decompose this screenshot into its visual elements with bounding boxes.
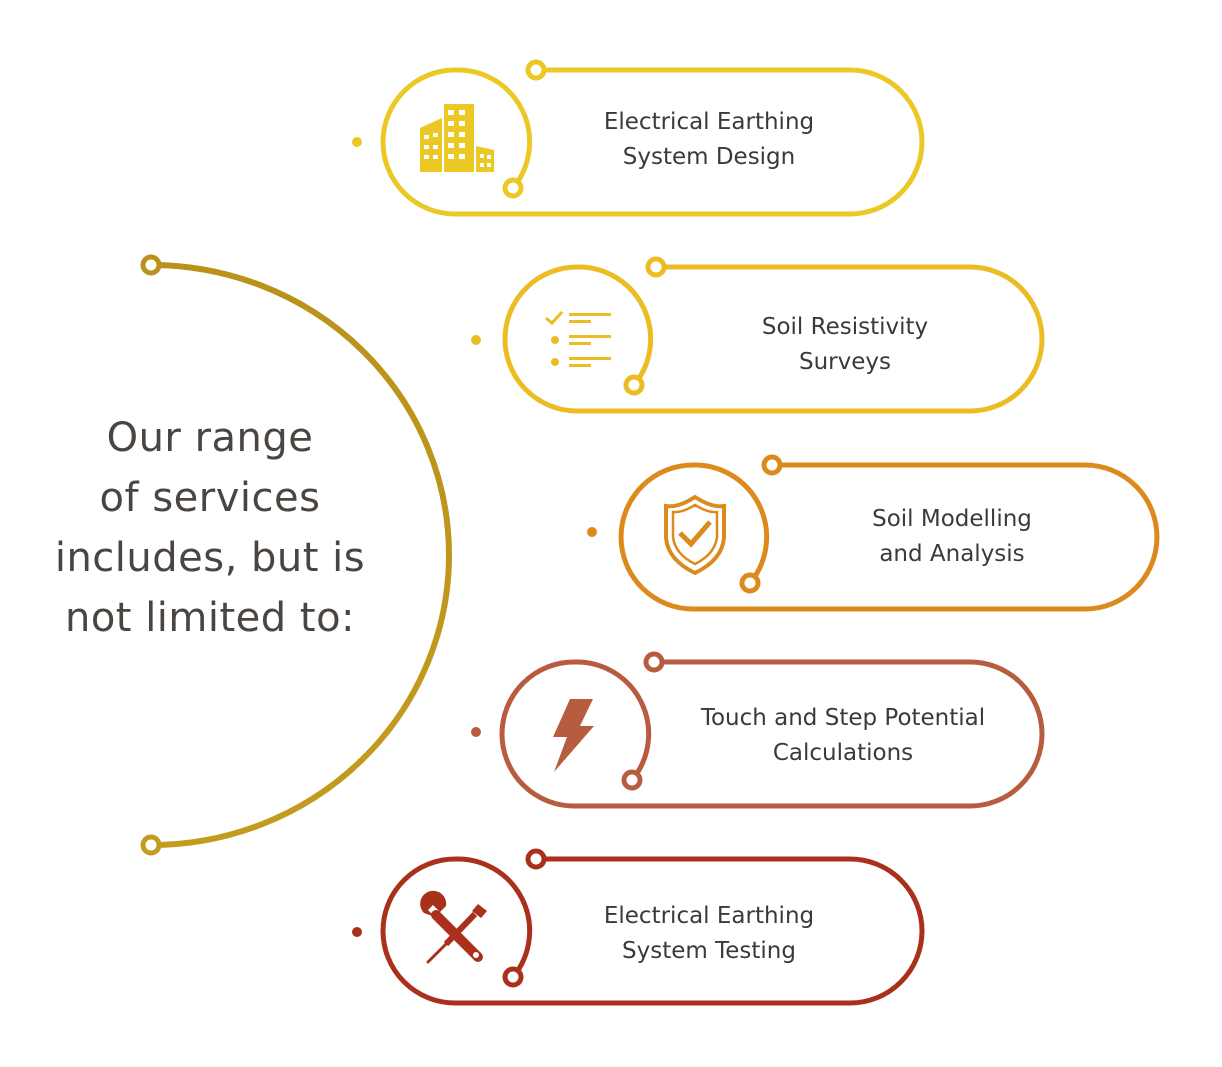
service-label-line: System Testing [622, 938, 796, 964]
service-label-5: Electrical Earthing System Testing [560, 899, 858, 969]
service-card-3 [587, 454, 1160, 612]
service-label-line: Soil Modelling [872, 506, 1032, 532]
service-label-line: Soil Resistivity [761, 314, 929, 340]
intro-line: Our range [106, 415, 314, 461]
service-label-line: Calculations [772, 740, 914, 766]
service-card-2 [471, 256, 1045, 414]
arc-end-top [140, 254, 162, 276]
checklist-icon [545, 310, 611, 367]
service-label-4: Touch and Step Potential Calculations [673, 701, 1013, 771]
service-label-2: Soil Resistivity Surveys [696, 310, 994, 380]
bullet-dot [352, 927, 362, 937]
intro-text: Our range of services includes, but is n… [40, 408, 380, 648]
service-label-1: Electrical Earthing System Design [560, 105, 858, 175]
lightning-icon [553, 699, 594, 772]
bullet-dot [352, 137, 362, 147]
shield-check-icon [664, 494, 726, 576]
bullet-dot [587, 527, 597, 537]
service-card-5 [352, 848, 925, 1006]
arc-end-bottom [140, 834, 162, 856]
service-label-line: Electrical Earthing [603, 903, 815, 929]
buildings-icon [420, 104, 494, 172]
service-label-3: Soil Modelling and Analysis [803, 502, 1101, 572]
intro-line: includes, but is [54, 535, 366, 581]
service-label-line: System Design [622, 144, 796, 170]
bullet-dot [471, 335, 481, 345]
service-label-line: Surveys [799, 349, 891, 375]
service-label-line: Electrical Earthing [603, 109, 815, 135]
bullet-dot [471, 727, 481, 737]
intro-arc [140, 254, 452, 856]
intro-line: of services [99, 475, 321, 521]
service-label-line: and Analysis [879, 541, 1025, 567]
service-label-line: Touch and Step Potential [700, 705, 986, 731]
service-card-1 [352, 59, 925, 217]
wrench-screwdriver-icon [420, 890, 487, 964]
intro-line: not limited to: [64, 595, 356, 641]
service-card-4 [471, 651, 1045, 809]
